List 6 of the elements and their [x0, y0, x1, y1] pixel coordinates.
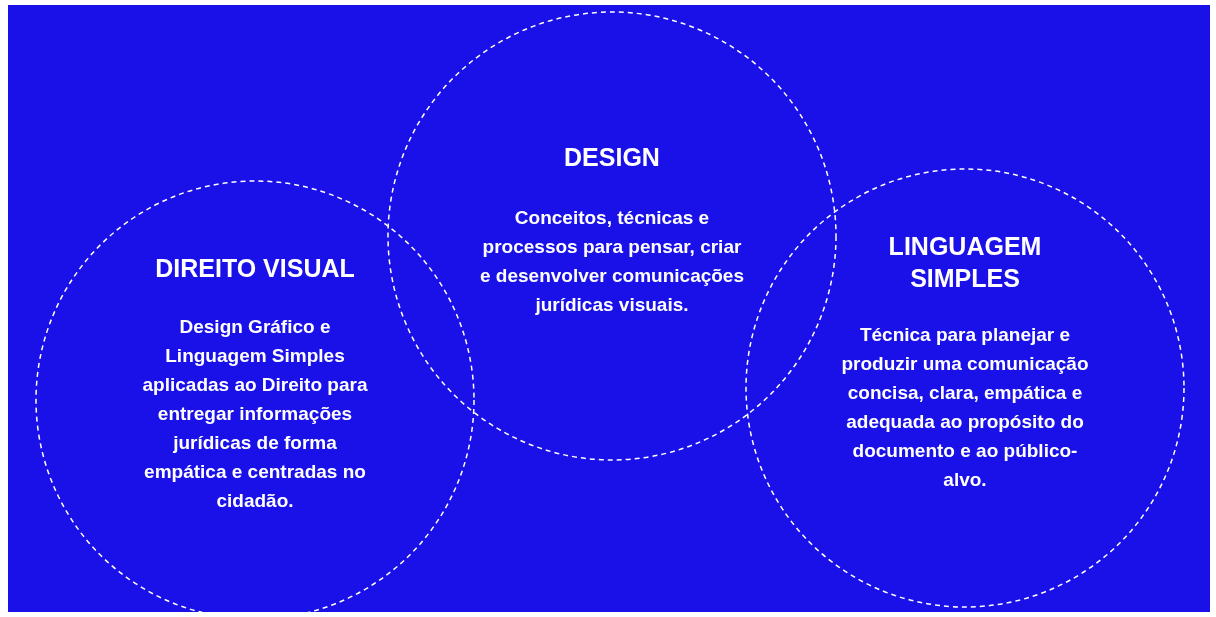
circle-description: Conceitos, técnicas e processos para pensar, criar e desenvolver comunicações jurídicas visuais. — [479, 206, 745, 317]
circle-heading: DIREITO VISUAL — [154, 253, 356, 284]
circle-description: Técnica para planejar e produzir uma comunicação concisa, clara, empática e adequada ao propósito do documento e ao público-alvo. — [840, 323, 1090, 492]
circle-description: Design Gráfico e Linguagem Simples aplicadas ao Direito para entregar informações jurídicas de forma empática e centradas no cidadão. — [141, 315, 369, 513]
circle-heading: LINGUAGEM SIMPLES — [887, 231, 1043, 294]
circle-heading: DESIGN — [563, 142, 661, 173]
